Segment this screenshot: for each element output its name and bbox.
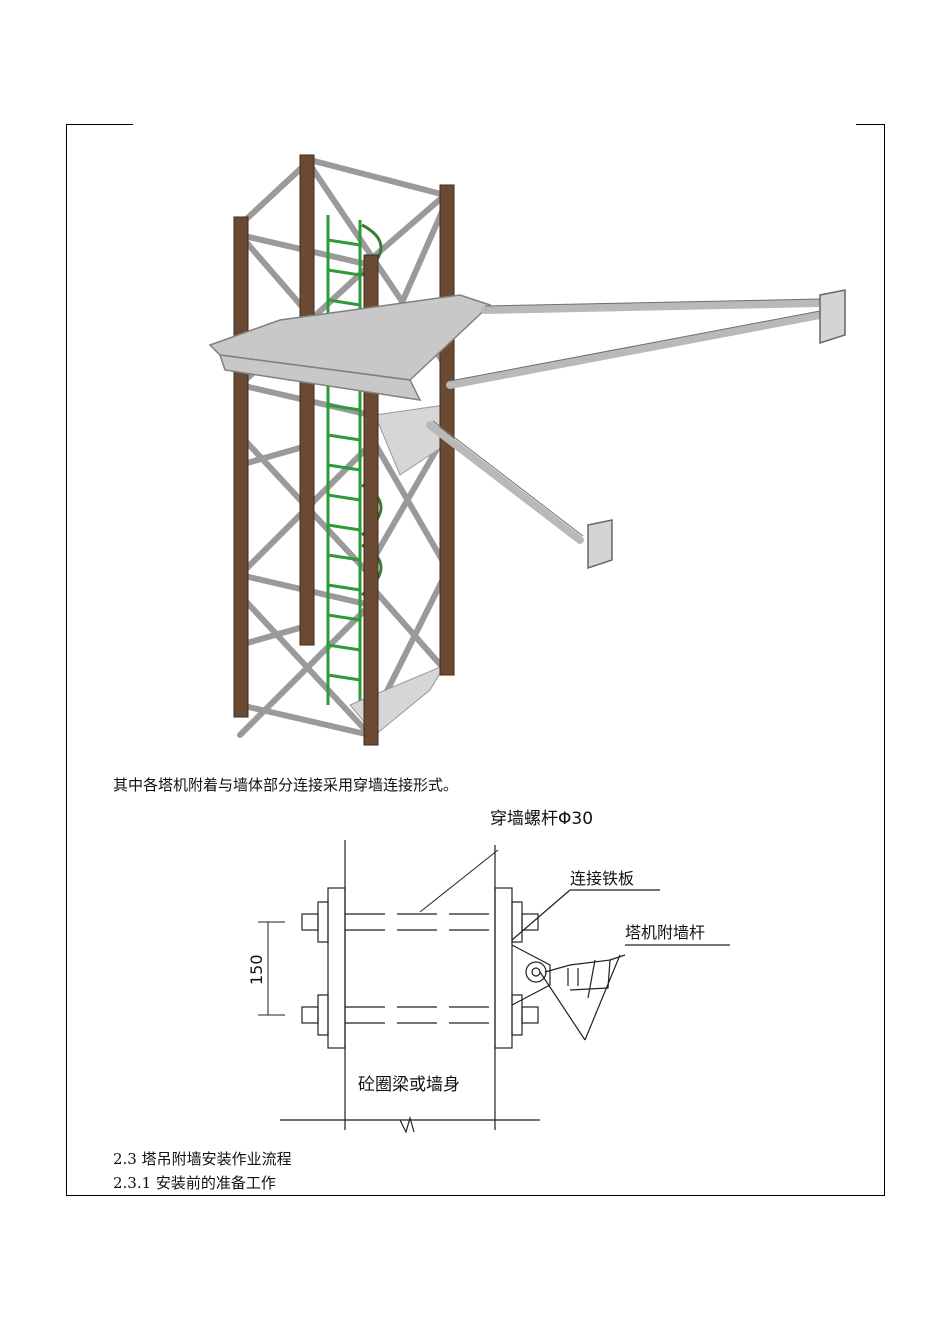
frame-top-right-rule bbox=[856, 124, 885, 125]
left-plate-assembly bbox=[301, 887, 346, 1049]
wall-label: 砼圈梁或墙身 bbox=[358, 1075, 460, 1095]
tower-crane-attachment-illustration bbox=[208, 154, 846, 746]
section-2-3-1-heading: 2.3.1 安装前的准备工作 bbox=[113, 1174, 276, 1192]
wall-bolt-diagram: 150 穿墙螺杆Φ30 连接铁板 塔机附墙杆 砼圈梁或墙身 bbox=[247, 809, 730, 1134]
section-2-3-heading: 2.3 塔吊附墙安装作业流程 bbox=[113, 1150, 292, 1168]
frame-top-left-rule bbox=[66, 124, 133, 125]
frame-left-border bbox=[66, 124, 67, 1196]
wall-struts bbox=[426, 299, 824, 544]
attachment-note: 其中各塔机附着与墙体部分连接采用穿墙连接形式。 bbox=[113, 776, 459, 794]
frame-bottom-border bbox=[66, 1195, 885, 1196]
frame-right-border bbox=[884, 124, 885, 1196]
bolt-label: 穿墙螺杆Φ30 bbox=[490, 809, 593, 829]
connecting-plate bbox=[511, 889, 660, 1006]
rod-label: 塔机附墙杆 bbox=[625, 923, 705, 942]
spacing-label: 150 bbox=[247, 954, 266, 985]
wall-plate-lower bbox=[587, 519, 613, 570]
attachment-collar bbox=[208, 294, 492, 401]
bolt-leader bbox=[419, 849, 499, 913]
plate-label: 连接铁板 bbox=[570, 869, 634, 888]
attachment-rod bbox=[539, 944, 730, 1041]
wall-plate-right bbox=[819, 289, 846, 345]
through-bolts bbox=[345, 913, 495, 1024]
strut-outlines bbox=[432, 298, 821, 537]
spacing-dimension bbox=[258, 921, 285, 1016]
right-plate-assembly bbox=[494, 887, 539, 1049]
